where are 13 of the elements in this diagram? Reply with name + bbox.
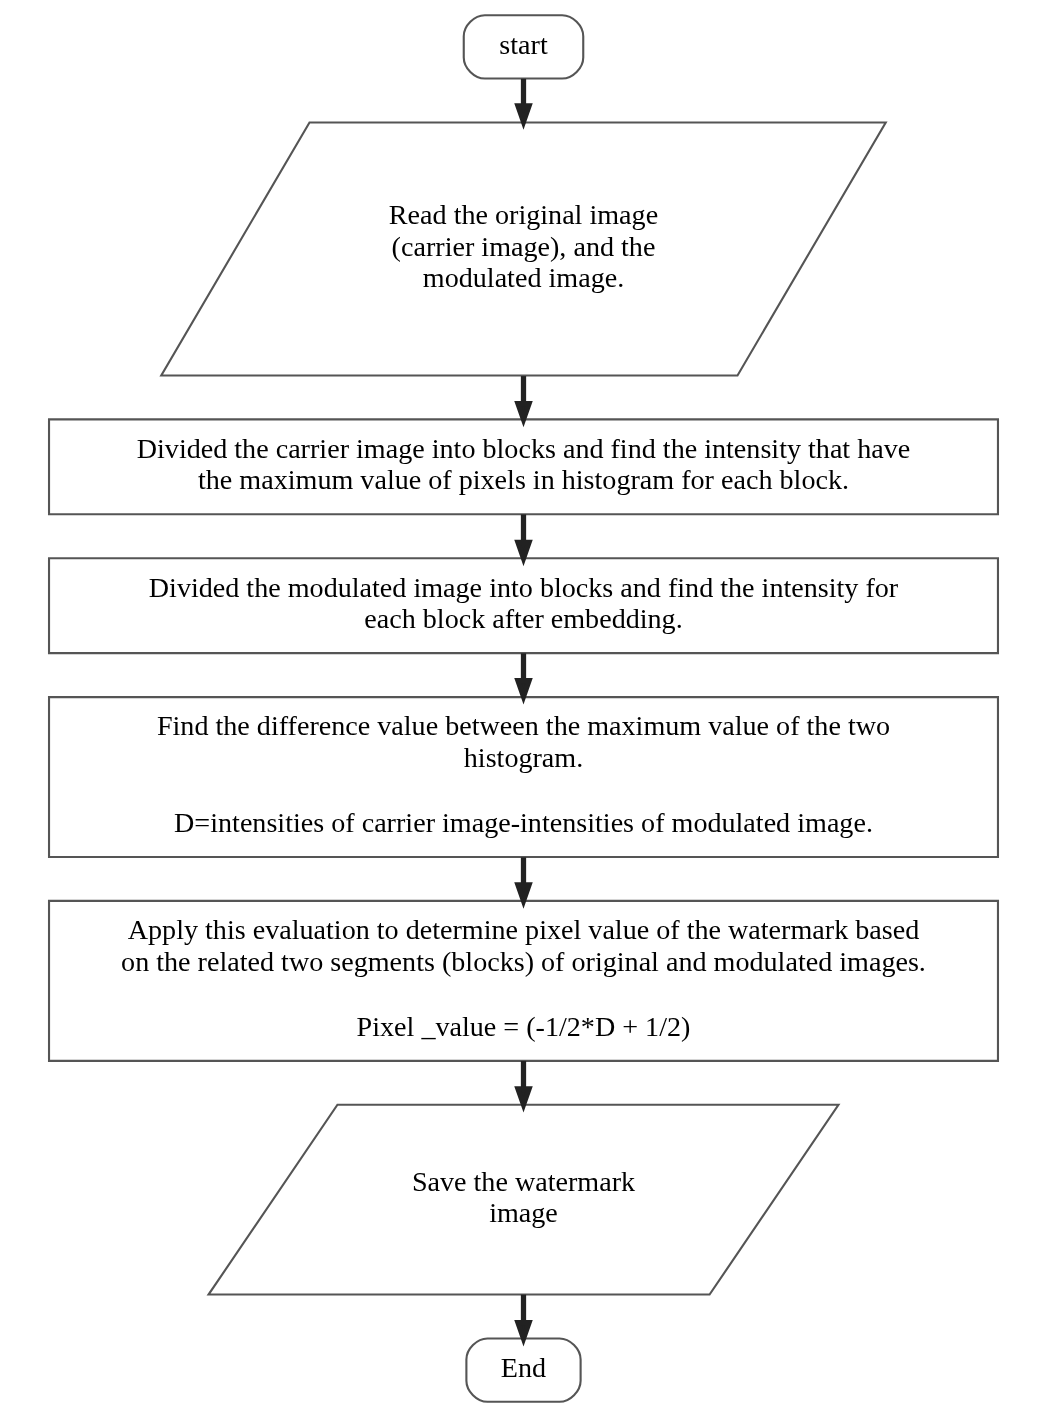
arrow: [514, 857, 533, 909]
node-box: Find the difference value between the maximum value of the two histogram. D=intensities of carrier image-intensities of modulated image.: [47, 696, 1000, 859]
arrow: [514, 514, 533, 567]
arrow: [514, 1294, 533, 1347]
arrow: [514, 376, 533, 428]
node-box: Divided the carrier image into blocks and find the intensity that have the maximum value of pixels in histogram for each block.: [47, 418, 1000, 516]
node-box: End: [465, 1337, 582, 1403]
node-box: start: [462, 14, 585, 80]
node-box: Apply this evaluation to determine pixel value of the watermark based on the related two segments (blocks) of original and modulated images. Pixel _value = (-1/2*D + 1/2): [47, 899, 1000, 1062]
arrow: [514, 78, 533, 130]
arrow: [514, 653, 533, 705]
node-box: Divided the modulated image into blocks and find the intensity for each block after embedding.: [47, 557, 1000, 655]
arrow: [514, 1060, 533, 1113]
